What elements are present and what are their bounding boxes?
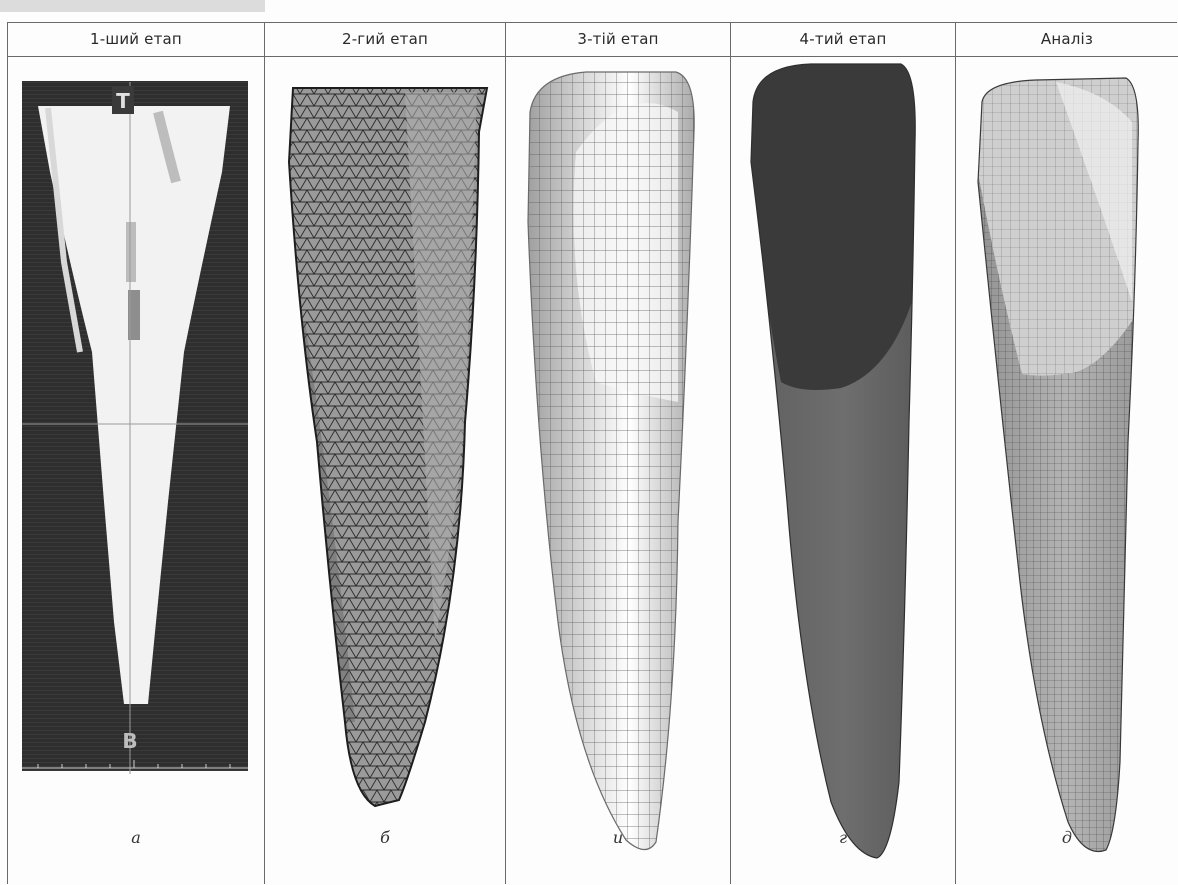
stage-2-caption: б (265, 828, 505, 847)
surface-mesh-model (506, 22, 731, 884)
stage-4-caption: г (731, 828, 955, 847)
ct-slice-image: Т В (8, 22, 264, 884)
stage-3-caption: и (506, 828, 730, 847)
analysis-mesh-model (956, 22, 1178, 884)
top-gray-strip (0, 0, 265, 12)
stage-column-4: 4-тий етап г (730, 22, 955, 884)
solid-model (731, 22, 956, 884)
stage-5-caption: д (956, 828, 1178, 847)
stage-column-1: 1-ший етап Т В (8, 22, 264, 884)
stage-column-3: 3-тій етап (505, 22, 730, 884)
stage-1-caption: а (8, 828, 264, 847)
stage-column-5: Аналіз (955, 22, 1178, 884)
bottom-marker-label: В (122, 729, 137, 753)
stage-column-2: 2-гий етап б (264, 22, 505, 884)
triangle-mesh-model (265, 22, 506, 884)
top-marker-label: Т (116, 89, 130, 113)
